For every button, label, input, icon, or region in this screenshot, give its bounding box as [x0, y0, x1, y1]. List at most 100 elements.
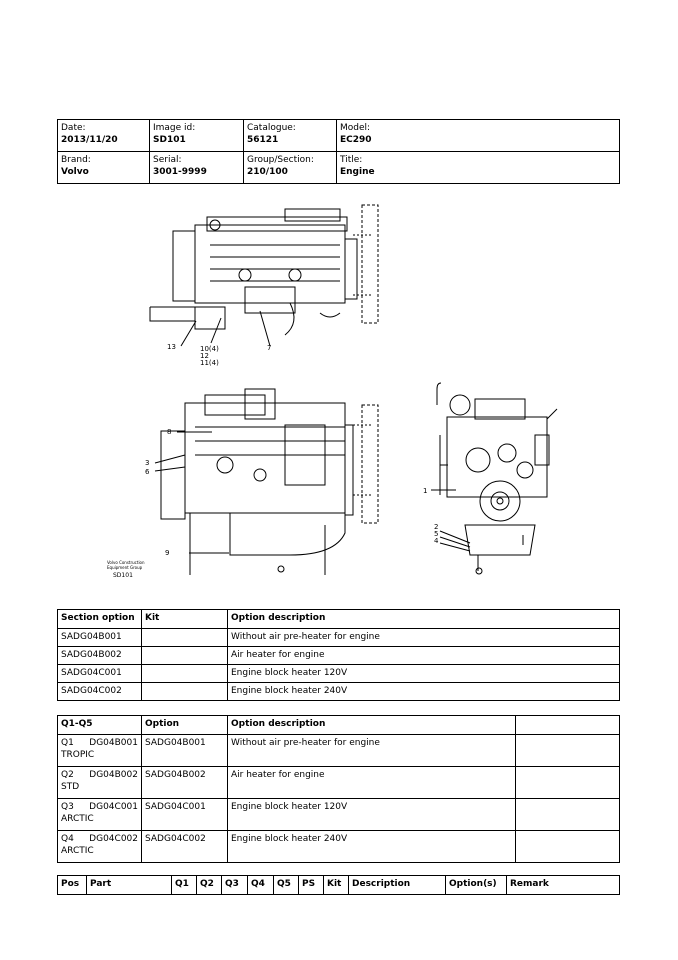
section-option-cell: SADG04B002 — [57, 646, 142, 665]
blank-cell — [515, 766, 620, 799]
option-cell: SADG04B001 — [141, 734, 228, 767]
engine-front-view — [436, 382, 558, 575]
model-cell: Model: EC290 — [336, 119, 620, 152]
col-q4: Q4 — [247, 875, 274, 895]
credit-id: SD101 — [113, 572, 133, 579]
col-section-option: Section option — [57, 609, 142, 629]
col-options: Option(s) — [445, 875, 507, 895]
kit-cell — [141, 664, 228, 683]
callout-2: 2 — [434, 523, 438, 531]
engine-diagram: 13 10(4) 12 11(4) 7 8 3 6 9 1 2 5 4 Volv… — [107, 204, 558, 579]
description-cell: Engine block heater 120V — [227, 664, 620, 683]
q-id: Q2 — [61, 770, 74, 780]
callout-labels: 13 10(4) 12 11(4) 7 8 3 6 9 1 2 5 4 — [145, 343, 439, 557]
col-q1-q5: Q1-Q5 — [57, 715, 142, 735]
date-value: 2013/11/20 — [61, 135, 118, 145]
group-label: Group/Section: — [247, 155, 314, 165]
kit-cell — [141, 646, 228, 665]
callout-9: 9 — [165, 549, 169, 557]
q-code: DG04C002 — [89, 834, 138, 844]
col-blank — [515, 715, 620, 735]
image-id-label: Image id: — [153, 123, 196, 133]
catalogue-cell: Catalogue:56121 — [243, 119, 337, 152]
kit-cell — [141, 682, 228, 701]
brand-value: Volvo — [61, 167, 89, 177]
option-cell: SADG04B002 — [141, 766, 228, 799]
description-cell: Engine block heater 240V — [227, 682, 620, 701]
callout-6: 6 — [145, 468, 150, 476]
col-q5: Q5 — [273, 875, 299, 895]
image-id-cell: Image id: SD101 — [149, 119, 244, 152]
blank-cell — [515, 734, 620, 767]
credit-line-1: Volvo Construction — [107, 560, 145, 565]
q-variant: ARCTIC — [61, 846, 94, 856]
parts-table: Pos Part Q1 Q2 Q3 Q4 Q5 PS Kit Descripti… — [57, 875, 620, 895]
q-code: DG04B001 — [89, 738, 138, 748]
title-value: Engine — [340, 167, 375, 177]
col-kit: Kit — [141, 609, 228, 629]
engine-top-view — [149, 204, 379, 336]
header-table: Date: 2013/11/20 Image id: SD101 Catalogue… — [57, 119, 620, 184]
col-option: Option — [141, 715, 228, 735]
date-cell: Date: 2013/11/20 — [57, 119, 150, 152]
table-row: SADG04C001 Engine block heater 120V — [57, 664, 620, 683]
col-q2: Q2 — [196, 875, 222, 895]
section-option-cell: SADG04C002 — [57, 682, 142, 701]
model-value: EC290 — [340, 135, 372, 145]
q-variant: STD — [61, 782, 80, 792]
date-label: Date: — [61, 123, 86, 133]
image-id-value: SD101 — [153, 135, 186, 145]
col-ps: PS — [298, 875, 324, 895]
serial-label: Serial: — [153, 155, 182, 165]
q-id: Q3 — [61, 802, 74, 812]
section-option-cell: SADG04C001 — [57, 664, 142, 683]
callout-5: 5 — [434, 530, 438, 538]
col-option-description: Option description — [227, 715, 516, 735]
col-option-description: Option description — [227, 609, 620, 629]
description-cell: Engine block heater 120V — [227, 798, 516, 831]
description-cell: Without air pre-heater for engine — [227, 628, 620, 647]
section-option-cell: SADG04B001 — [57, 628, 142, 647]
table-row: SADG04B001 Without air pre-heater for en… — [57, 628, 620, 647]
q-id: Q4 — [61, 834, 74, 844]
blank-cell — [515, 798, 620, 831]
brand-cell: Brand: Volvo — [57, 151, 150, 184]
callout-3: 3 — [145, 459, 149, 467]
description-cell: Without air pre-heater for engine — [227, 734, 516, 767]
col-part: Part — [86, 875, 172, 895]
description-cell: Air heater for engine — [227, 766, 516, 799]
serial-cell: Serial: 3001-9999 — [149, 151, 244, 184]
kit-cell — [141, 628, 228, 647]
serial-value: 3001-9999 — [153, 167, 207, 177]
blank-cell — [515, 830, 620, 863]
q-variant: ARCTIC — [61, 814, 94, 824]
description-cell: Air heater for engine — [227, 646, 620, 665]
col-remark: Remark — [506, 875, 620, 895]
callout-11: 11(4) — [200, 359, 219, 367]
col-pos: Pos — [57, 875, 87, 895]
brand-label: Brand: — [61, 155, 91, 165]
catalogue-label: Catalogue: — [247, 123, 296, 133]
figure-credit: Volvo Construction Equipment Group SD101 — [107, 560, 145, 579]
callout-12: 12 — [200, 352, 209, 360]
col-description: Description — [348, 875, 446, 895]
callout-leaders — [154, 310, 471, 554]
section-options-table: Section option Kit Option description SA… — [57, 609, 620, 701]
col-kit: Kit — [323, 875, 349, 895]
callout-7: 7 — [267, 344, 271, 352]
callout-1: 1 — [423, 487, 427, 495]
group-value: 210/100 — [247, 167, 288, 177]
model-label: Model: — [340, 123, 371, 133]
q-code: DG04C001 — [89, 802, 138, 812]
table-row: SADG04C002 Engine block heater 240V — [57, 682, 620, 701]
engine-side-view — [160, 388, 379, 575]
callout-10: 10(4) — [200, 345, 219, 353]
